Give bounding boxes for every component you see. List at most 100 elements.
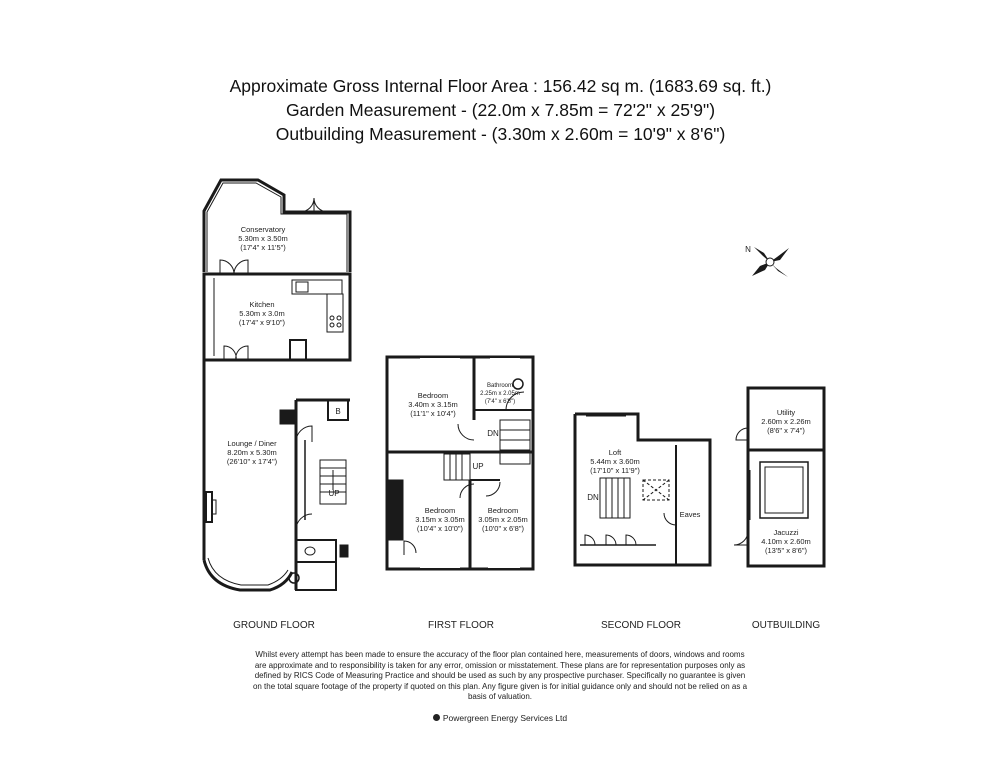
bedroom2-door [459,483,475,499]
copyright: Powergreen Energy Services Ltd [300,713,700,723]
porch-walls [295,561,337,591]
meter-icon [288,572,300,584]
jacuzzi-imperial: (13'5" x 8'6") [765,546,807,555]
loft-walls [573,412,712,567]
outbuilding-plan [733,386,826,568]
bedroom1-metric: 3.40m x 3.15m [408,400,458,409]
bedroom1-imperial: (11'1" x 10'4") [410,409,456,418]
bathroom-metric: 2.25m x 2.05m [480,391,520,397]
kitchen-name: Kitchen [249,300,274,309]
utility-imperial: (8'6" x 7'4") [767,426,805,435]
bathroom-door [505,391,525,411]
conservatory-metric: 5.30m x 3.50m [238,234,288,243]
wardrobe-door [403,540,417,555]
loft-name: Loft [609,448,622,457]
jacuzzi-tub-inner [764,466,804,514]
toilet-icon [304,546,316,556]
kitchen-imperial: (17'4" x 9'10") [239,318,286,327]
bedroom2-metric: 3.15m x 3.05m [415,515,465,524]
lounge-imperial: (26'10" x 17'4") [227,457,278,466]
bathroom-imperial: (7'4" x 6'8") [485,399,515,405]
bedroom1-door [457,423,475,441]
bedroom3-door [485,481,501,497]
kitchen-metric: 5.30m x 3.0m [239,309,284,318]
hob-ring-icon [329,315,335,321]
ground-floor-plan [202,178,352,592]
kitchen-door [223,345,249,361]
jacuzzi-metric: 4.10m x 2.60m [761,537,811,546]
second-floor-plan [573,412,712,567]
sink-icon [295,281,309,293]
fireplace-hearth [211,499,217,515]
kitchen-walls [202,272,352,362]
first-floor-label: FIRST FLOOR [428,620,494,631]
outbuilding-measurement-line: Outbuilding Measurement - (3.30m x 2.60m… [275,124,726,144]
ground-up-marker: UP [328,489,339,498]
lounge-name: Lounge / Diner [227,439,277,448]
first-floor-outline [385,355,535,571]
first-floor-stairs [443,419,531,481]
hob-ring-icon [329,322,335,328]
pantry-cupboard [289,339,307,361]
bath-basin-icon [512,378,524,390]
skylight [642,479,670,501]
disclaimer-text: Whilst every attempt has been made to en… [252,650,748,701]
floor-area-header: Approximate Gross Internal Floor Area : … [0,74,1001,146]
conservatory-window [206,182,348,272]
bedroom1-name: Bedroom [418,391,448,400]
bedroom2-name: Bedroom [425,506,455,515]
utility-name: Utility [777,408,796,417]
hob-ring-icon [336,322,342,328]
conservatory-inner-door [219,259,249,275]
eaves-name: Eaves [680,510,701,519]
chimney-breast [279,409,297,425]
garden-measurement-line: Garden Measurement - (22.0m x 7.85m = 72… [285,100,716,120]
outbuilding-walls [746,386,826,568]
copyright-icon [432,714,440,721]
utility-door [735,427,749,441]
bedroom2-imperial: (10'4" x 10'0") [417,524,464,533]
first-up-marker: UP [472,462,483,471]
lounge-bay-window-inner [207,557,289,586]
conservatory-door [299,197,329,213]
north-marker: N [745,245,751,254]
loft-dn-marker: DN [587,493,599,502]
bedroom3-name: Bedroom [488,506,518,515]
hob-ring-icon [336,315,342,321]
bedroom3-metric: 3.05m x 2.05m [478,515,528,524]
outbuilding-label: OUTBUILDING [751,620,821,631]
chimney-breast-first [386,479,404,541]
ground-stairs [319,459,347,505]
boiler-marker: B [335,407,340,416]
utility-metric: 2.60m x 2.26m [761,417,811,426]
north-compass-icon [752,247,789,277]
conservatory-walls [202,178,352,272]
first-dn-marker: DN [487,429,499,438]
jacuzzi-door [733,530,749,546]
boiler-cupboard [327,399,349,421]
wc-walls [295,539,337,563]
kitchen-counter [291,279,343,295]
loft-metric: 5.44m x 3.60m [590,457,640,466]
kitchen-side-counter [326,293,344,333]
lounge-metric: 8.20m x 5.30m [227,448,277,457]
copyright-text: Powergreen Energy Services Ltd [442,713,568,723]
gross-area-line: Approximate Gross Internal Floor Area : … [229,76,772,96]
jacuzzi-tub [759,461,809,519]
bathroom-name: Bathroom [487,383,513,389]
hall-door [295,425,313,443]
room-labels: Conservatory 5.30m x 3.50m (17'4" x 11'5… [227,225,811,555]
second-floor-label: SECOND FLOOR [600,620,681,631]
first-floor-plan [385,355,535,571]
lounge-bay-window [202,559,294,592]
loft-imperial: (17'10" x 11'9") [590,466,640,475]
conservatory-imperial: (17'4" x 11'5") [240,243,286,252]
wall-pier [339,544,349,558]
loft-cupboards [584,534,637,546]
front-door-swing [295,513,313,531]
conservatory-name: Conservatory [241,225,286,234]
loft-stairs [599,477,631,519]
eaves-door [663,512,677,526]
skylight-cross [642,479,670,501]
